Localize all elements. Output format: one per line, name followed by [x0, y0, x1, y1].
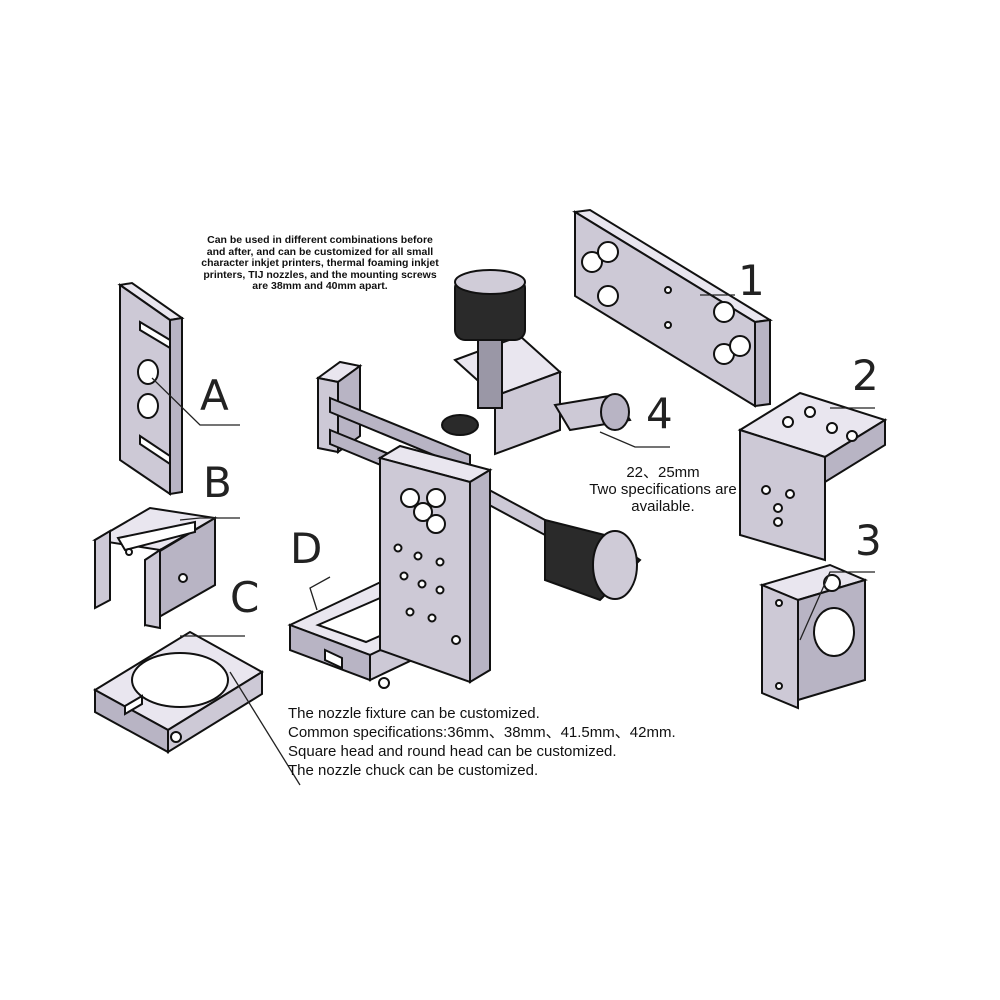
- note-head-shape: Square head and round head can be custom…: [288, 743, 617, 760]
- label-part-3: 3: [855, 516, 882, 565]
- intro-note: Can be used in different combinations be…: [201, 234, 439, 293]
- label-part-1: 1: [738, 256, 765, 305]
- label-part-4: 4: [646, 389, 673, 438]
- customization-notes: The nozzle fixture can be customized. Co…: [288, 704, 758, 780]
- label-part-c: C: [230, 573, 259, 622]
- label-part-a: A: [200, 371, 229, 420]
- part-b-u-bracket: [92, 506, 218, 630]
- main-assembly: [315, 269, 642, 684]
- leader-lines: [151, 294, 875, 786]
- part-c-round-clamp: [93, 630, 264, 754]
- note-chuck: The nozzle chuck can be customized.: [288, 762, 539, 779]
- note-common-specs: Common specifications:36mm、38mm、41.5mm、4…: [288, 724, 676, 741]
- spec-note: 22、25mm Two specifications are available…: [588, 464, 738, 515]
- part-a-slotted-plate: [117, 281, 185, 496]
- label-part-d: D: [290, 524, 322, 573]
- label-part-2: 2: [852, 351, 879, 400]
- spec-sizes: 22、25mm: [626, 464, 700, 481]
- note-fixture: The nozzle fixture can be customized.: [288, 705, 540, 722]
- part-2-l-bracket: [737, 391, 888, 562]
- spec-availability: Two specifications are available.: [589, 481, 737, 515]
- label-part-b: B: [203, 458, 232, 507]
- part-3-clamp-block: [759, 563, 868, 710]
- part-1-mounting-plate: [572, 208, 773, 408]
